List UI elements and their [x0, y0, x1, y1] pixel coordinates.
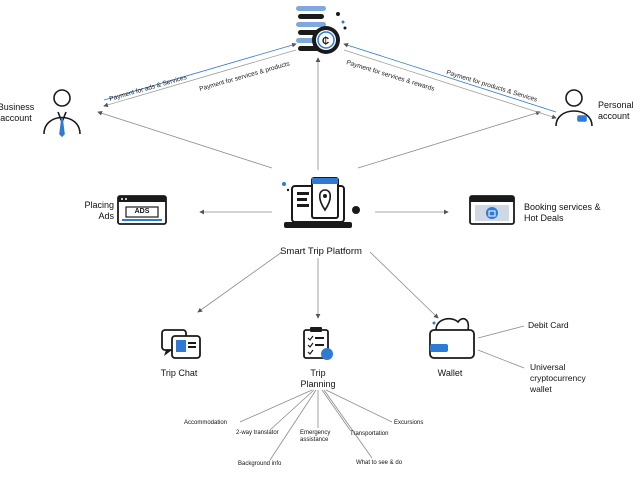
spoke-what-to-see	[323, 389, 373, 459]
checklist-clipboard-icon	[303, 327, 333, 360]
sub-accommodation: Accommodation	[184, 420, 228, 426]
spoke-accommodation	[239, 389, 313, 423]
flow-labels: Payment for ads & Services Payment for s…	[109, 59, 539, 104]
wallet-icon	[429, 317, 475, 359]
placing-ads-label: Placing Ads	[84, 200, 114, 221]
sub-excursions: Excursions	[394, 420, 424, 426]
edge-center-chat	[197, 251, 283, 313]
booking-label: Booking services & Hot Deals	[524, 202, 601, 223]
flow-business-to-top	[103, 42, 297, 101]
flow-personal-to-top	[343, 42, 557, 113]
trip-chat-label: Trip Chat	[160, 368, 198, 378]
connector-lines	[97, 57, 541, 461]
flow-top-to-personal	[343, 49, 557, 120]
business-account-label: Business account	[0, 102, 35, 123]
business-person-icon	[43, 89, 81, 138]
spoke-excursions	[325, 389, 393, 423]
trip-planning-label: Trip Planning	[300, 368, 336, 389]
payment-flows	[103, 42, 557, 120]
center-label: Smart Trip Platform	[280, 246, 362, 257]
flow-top-to-business	[103, 49, 297, 108]
edge-center-personal	[357, 110, 541, 169]
sub-debit-card: Debit Card	[528, 320, 569, 330]
spoke-crypto-wallet	[477, 349, 525, 369]
spoke-translator	[269, 389, 315, 431]
wallet-label: Wallet	[437, 368, 463, 378]
ads-badge: ADS	[134, 208, 150, 215]
flow-label-products-services: Payment for products & Services	[445, 69, 538, 104]
chat-bubbles-icon	[161, 329, 201, 359]
sub-translator: 2-way translator	[236, 430, 279, 436]
booking-browser-icon	[469, 195, 515, 225]
edge-center-wallet	[369, 251, 439, 319]
crypto-coin-stack-icon: ₵	[296, 6, 347, 54]
sub-background-info: Background info	[238, 461, 282, 467]
sub-transportation: Transportation	[350, 431, 389, 437]
spoke-transportation	[321, 389, 351, 431]
sub-what-to-see: What to see & do	[356, 460, 403, 466]
personal-account-label: Personal account	[598, 100, 634, 121]
personal-person-icon	[555, 89, 593, 127]
spoke-background	[269, 389, 317, 461]
flow-label-services-rewards: Payment for services & rewards	[345, 59, 436, 93]
ads-browser-icon	[117, 195, 167, 225]
spoke-debit-card	[477, 325, 525, 339]
laptop-map-icon	[282, 177, 360, 228]
edge-center-business	[97, 110, 273, 169]
sub-crypto-wallet: Universal cryptocurrency wallet	[530, 362, 586, 394]
svg-text:₵: ₵	[322, 35, 329, 47]
sub-emergency: Emergency assistance	[300, 430, 331, 443]
flow-label-ads-services: Payment for ads & Services	[109, 74, 189, 103]
